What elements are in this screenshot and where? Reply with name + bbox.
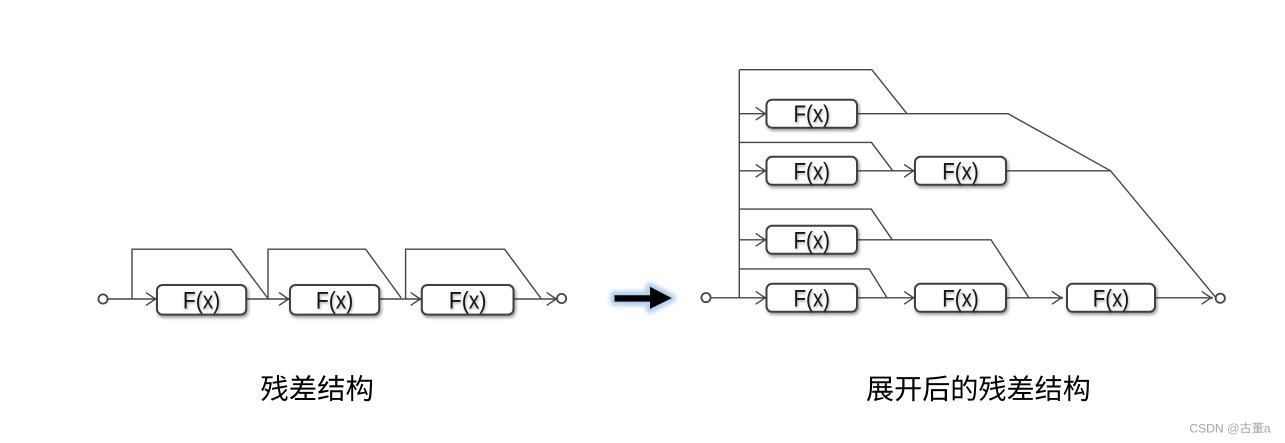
svg-text:CSDN @: CSDN @ <box>1189 421 1239 435</box>
svg-text:F(x): F(x) <box>794 285 831 312</box>
svg-text:F(x): F(x) <box>183 288 221 315</box>
svg-text:F(x): F(x) <box>942 285 979 312</box>
svg-text:a: a <box>1264 421 1271 435</box>
svg-text:F(x): F(x) <box>449 288 487 315</box>
svg-text:F(x): F(x) <box>794 227 831 254</box>
svg-text:F(x): F(x) <box>794 101 831 128</box>
svg-text:F(x): F(x) <box>794 158 831 185</box>
svg-text:F(x): F(x) <box>942 158 979 185</box>
svg-text:F(x): F(x) <box>1093 285 1130 312</box>
svg-text:F(x): F(x) <box>316 288 354 315</box>
